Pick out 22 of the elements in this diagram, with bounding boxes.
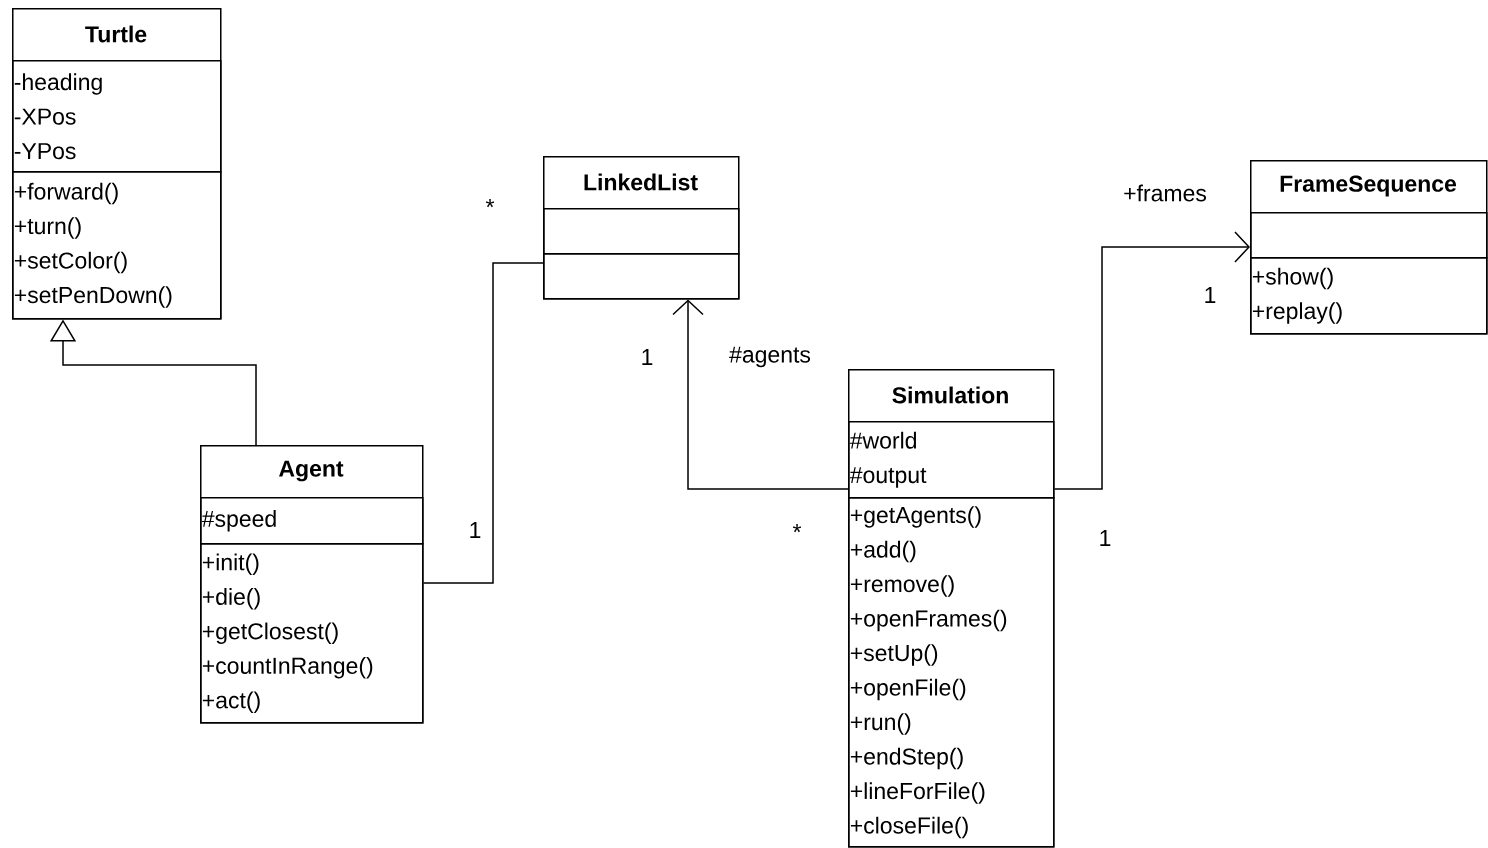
class-box: LinkedList — [543, 156, 740, 300]
association-line — [422, 262, 544, 584]
multiplicity-label: 1 — [470, 522, 481, 538]
method-list: +show() +replay() — [1250, 257, 1488, 335]
association-arrow — [672, 299, 849, 490]
method-list: +forward() +turn() +setColor() +setPenDown() — [12, 171, 222, 320]
association-arrow — [1053, 231, 1250, 490]
role-label: #agents — [729, 346, 811, 368]
attribute-list: #world #output — [848, 421, 1055, 499]
method-list: +getAgents() +add() +remove() +openFrames() +setUp() +openFile() +run() +endStep() +lineForFile() +closeFile() — [848, 497, 1055, 848]
multiplicity-label: 1 — [642, 349, 653, 365]
attribute-list: -heading -XPos -YPos — [12, 60, 222, 173]
multiplicity-label: 1 — [1100, 530, 1111, 546]
multiplicity-label: * — [485, 199, 495, 208]
compartment — [543, 253, 740, 300]
role-label: +frames — [1124, 184, 1207, 202]
compartment — [1250, 212, 1488, 259]
attribute-list: #speed — [200, 497, 424, 545]
multiplicity-label: * — [792, 524, 802, 533]
multiplicity-label: 1 — [1205, 287, 1216, 303]
method-list: +init() +die() +getClosest() +countInRange() +act() — [200, 543, 424, 724]
compartment — [543, 208, 740, 255]
